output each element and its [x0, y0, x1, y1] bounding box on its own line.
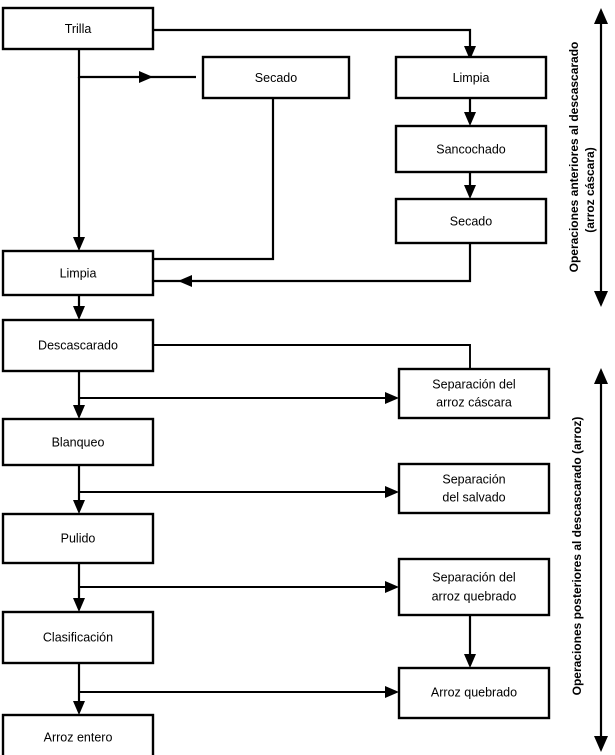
connectors-group — [73, 28, 476, 715]
node-label-clasificacion: Clasificación — [43, 630, 113, 644]
edge-trilla-to-limpia-main — [73, 77, 85, 251]
bracket-posteriores-arrow-up — [594, 368, 608, 384]
node-sep-salvado[interactable]: Separación del salvado — [397, 462, 551, 515]
node-label-limpia-main: Limpia — [60, 266, 97, 280]
node-limpia-top[interactable]: Limpia — [394, 55, 548, 100]
node-label-sancochado: Sancochado — [436, 142, 506, 156]
node-label-sep-arroz-quebrado-line1: Separación del — [432, 570, 515, 584]
node-sep-arroz-cascara[interactable]: Separación del arroz cáscara — [397, 367, 551, 420]
node-clasificacion[interactable]: Clasificación — [1, 610, 155, 665]
node-label-secado-right: Secado — [450, 214, 492, 228]
node-blanqueo[interactable]: Blanqueo — [1, 417, 155, 467]
node-label-sep-arroz-cascara-line1: Separación del — [432, 377, 515, 391]
edge-blanqueo-to-pulido — [73, 465, 85, 514]
node-label-sep-arroz-cascara-line2: arroz cáscara — [436, 395, 512, 409]
node-secado-right[interactable]: Secado — [394, 197, 548, 245]
node-pulido[interactable]: Pulido — [1, 512, 155, 565]
node-secado-top[interactable]: Secado — [201, 55, 351, 100]
bracket-anteriores-arrow-up — [594, 8, 608, 24]
edge-clasificacion-to-arroz-quebrado — [79, 686, 399, 698]
bracket-posteriores-label-line1: Operaciones posteriores al descascarado … — [570, 417, 584, 696]
bracket-anteriores-label-line2: (arroz cáscara) — [583, 147, 597, 232]
node-label-sep-salvado-line2: del salvado — [442, 490, 505, 504]
edge-descascarado-to-sep-cascara-top — [153, 344, 471, 369]
edge-descascarado-to-blanqueo — [73, 371, 85, 419]
node-label-arroz-entero: Arroz entero — [44, 730, 113, 744]
edge-blanqueo-to-sep-salvado — [79, 486, 399, 498]
edge-secado-top-to-limpia-main — [153, 98, 275, 261]
edge-limpia-main-to-descascarado — [73, 295, 85, 320]
edge-limpia-top-to-sancochado — [464, 98, 476, 126]
edge-descascarado-branch-to-sep-cascara — [79, 392, 399, 404]
node-sep-arroz-quebrado[interactable]: Separación del arroz quebrado — [397, 557, 551, 617]
edge-pulido-to-sep-quebrado — [79, 581, 399, 593]
node-label-blanqueo: Blanqueo — [52, 435, 105, 449]
edge-clasificacion-to-arroz-entero — [73, 663, 85, 715]
bracket-anteriores-label-line1: Operaciones anteriores al descascarado — [567, 42, 581, 273]
edge-pulido-to-clasificacion — [73, 563, 85, 612]
side-bracket-anteriores: Operaciones anteriores al descascarado (… — [567, 8, 608, 307]
node-label-sep-arroz-quebrado-line2: arroz quebrado — [432, 589, 517, 603]
node-label-descascarado: Descascarado — [38, 338, 118, 352]
node-trilla[interactable]: Trilla — [1, 6, 155, 51]
node-sancochado[interactable]: Sancochado — [394, 124, 548, 174]
node-label-sep-salvado-line1: Separación — [442, 472, 505, 486]
edge-trilla-to-secado-top — [77, 49, 196, 83]
node-limpia-main[interactable]: Limpia — [1, 249, 155, 297]
side-bracket-posteriores: Operaciones posteriores al descascarado … — [570, 368, 608, 752]
edge-sancochado-to-secado-right — [464, 172, 476, 199]
node-label-pulido: Pulido — [61, 531, 96, 545]
node-label-arroz-quebrado: Arroz quebrado — [431, 685, 517, 699]
node-label-secado-top: Secado — [255, 71, 297, 85]
bracket-anteriores-arrow-down — [594, 291, 608, 307]
edge-sep-quebrado-to-arroz-quebrado — [464, 615, 476, 668]
node-label-limpia-top: Limpia — [453, 71, 490, 85]
node-arroz-entero[interactable]: Arroz entero — [1, 713, 155, 755]
node-label-trilla: Trilla — [65, 22, 92, 36]
nodes-group: Trilla Secado Limpia Sancochado Secado L — [1, 6, 551, 755]
node-arroz-quebrado[interactable]: Arroz quebrado — [397, 666, 551, 720]
bracket-posteriores-arrow-down — [594, 736, 608, 752]
node-descascarado[interactable]: Descascarado — [1, 318, 155, 373]
edge-trilla-to-limpia-top — [153, 28, 476, 60]
edge-secado-right-to-limpia-main — [153, 243, 472, 287]
